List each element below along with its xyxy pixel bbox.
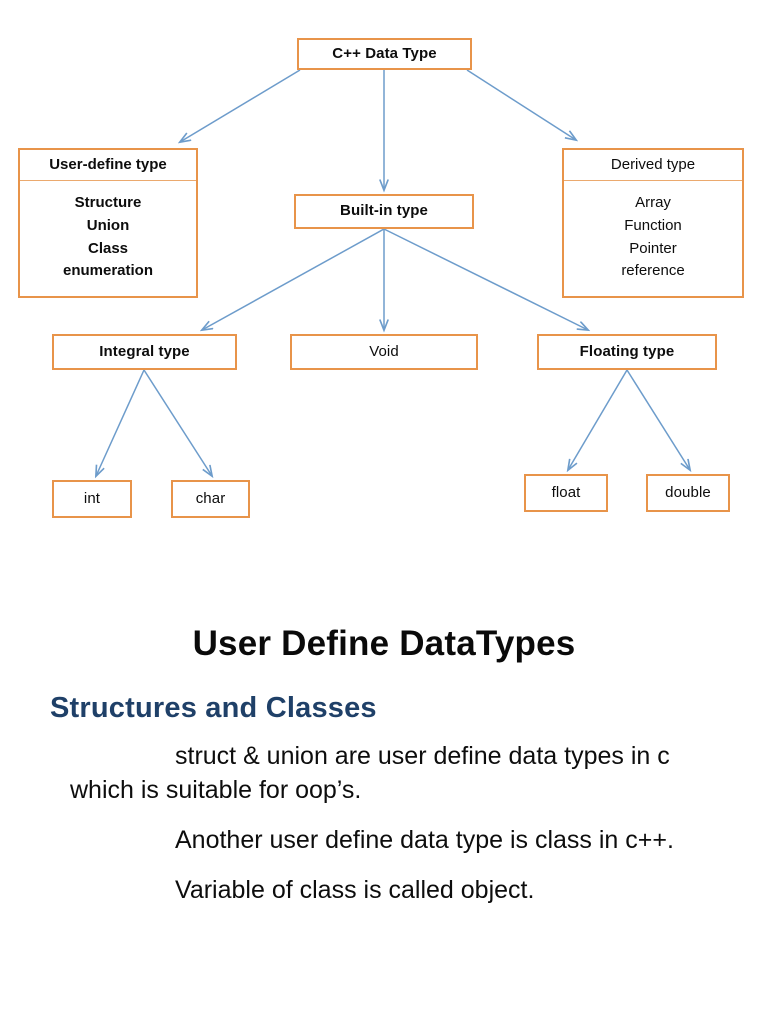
node-label: C++ Data Type (332, 44, 437, 62)
edge-integral-to-int (96, 369, 145, 476)
node-label: Floating type (579, 342, 675, 360)
paragraph-struct-union: struct & union are user define data type… (70, 742, 670, 804)
node-floating-type[interactable]: Floating type (537, 334, 717, 370)
section-heading-structures-and-classes: Structures and Classes (50, 692, 377, 724)
node-label: float (551, 483, 581, 501)
edge-integral-to-char (143, 369, 212, 476)
edge-root-to-derived (466, 69, 576, 140)
list-item: Union (86, 216, 130, 234)
page-title: User Define DataTypes (192, 624, 576, 663)
list-item: Class (87, 239, 129, 257)
list-item: Pointer (629, 239, 677, 257)
list-item: reference (621, 262, 685, 280)
node-label: Void (369, 342, 399, 360)
edge-builtin-to-floating (383, 228, 588, 330)
node-char[interactable]: char (171, 480, 250, 518)
node-integral-type[interactable]: Integral type (52, 334, 237, 370)
node-label: double (665, 483, 711, 501)
node-label: Built-in type (340, 202, 428, 220)
list-item: enumeration (62, 262, 153, 280)
node-cpp-data-type[interactable]: C++ Data Type (297, 38, 472, 70)
node-double[interactable]: double (646, 474, 730, 512)
node-label: Integral type (99, 342, 190, 360)
node-label: int (83, 489, 101, 507)
node-label: char (195, 489, 226, 507)
node-item-list: Structure Union Class enumeration (20, 181, 196, 296)
paragraph-object: Variable of class is called object. (175, 876, 535, 904)
paragraph-class: Another user define data type is class i… (175, 826, 674, 854)
list-item: Function (624, 216, 682, 234)
node-user-define-type[interactable]: User-define type Structure Union Class e… (18, 148, 198, 298)
node-header-label: User-define type (20, 150, 196, 181)
node-float[interactable]: float (524, 474, 608, 512)
content-text-block: User Define DataTypes Structures and Cla… (0, 600, 768, 907)
edge-floating-to-float (568, 369, 628, 470)
edge-root-to-userdefine (180, 69, 301, 142)
node-void[interactable]: Void (290, 334, 478, 370)
list-item: Structure (74, 193, 142, 211)
edge-builtin-to-integral (202, 228, 385, 330)
edge-floating-to-double (626, 369, 690, 470)
node-built-in-type[interactable]: Built-in type (294, 194, 474, 229)
node-derived-type[interactable]: Derived type Array Function Pointer refe… (562, 148, 744, 298)
node-item-list: Array Function Pointer reference (564, 181, 742, 296)
node-int[interactable]: int (52, 480, 132, 518)
node-header-label: Derived type (564, 150, 742, 181)
datatype-tree-diagram: C++ Data Type User-define type Structure… (18, 38, 744, 518)
list-item: Array (635, 193, 671, 211)
